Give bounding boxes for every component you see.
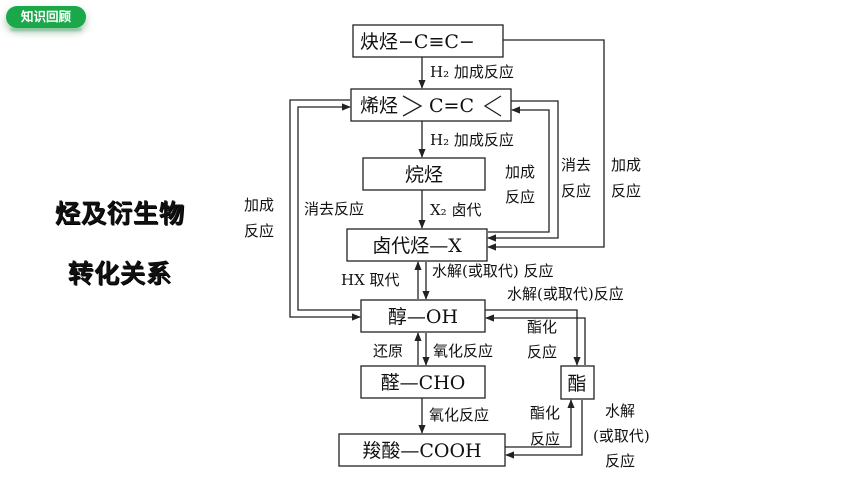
label-hydrolysis-3a: 水解 bbox=[605, 402, 635, 420]
node-alcohol: 醇—OH bbox=[360, 299, 486, 333]
svg-text:酯: 酯 bbox=[567, 373, 586, 395]
arrow-alcohol-to-ester bbox=[485, 309, 581, 366]
node-acid: 羧酸—COOH bbox=[338, 433, 506, 467]
label-esterification-2b: 反应 bbox=[530, 430, 560, 448]
arrow-acid-to-ester bbox=[505, 399, 575, 448]
label-x2-halogenation: X₂ 卤代 bbox=[430, 201, 481, 219]
svg-text:烯烃: 烯烃 bbox=[360, 95, 398, 117]
label-hydrolysis-3c: 反应 bbox=[605, 452, 635, 470]
label-addition-left-1: 加成 bbox=[244, 196, 274, 214]
label-hydrolysis-2: 水解(或取代)反应 bbox=[507, 285, 624, 303]
label-esterification-1b: 反应 bbox=[527, 343, 557, 361]
label-addition-mid-1: 加成 bbox=[505, 163, 535, 181]
knowledge-review-badge: 知识回顾 bbox=[6, 6, 86, 28]
label-oxidation-1: 氧化反应 bbox=[433, 342, 493, 360]
label-esterification-1a: 酯化 bbox=[527, 318, 557, 336]
svg-text:醇—OH: 醇—OH bbox=[388, 306, 458, 328]
arrow-alkene-to-haloalkane bbox=[487, 100, 559, 242]
arrow-ester-to-acid bbox=[505, 400, 583, 459]
node-alkene: 烯烃 C=C bbox=[350, 88, 512, 122]
side-title-line-2: 转化关系 bbox=[67, 259, 172, 288]
label-oxidation-2: 氧化反应 bbox=[429, 406, 489, 424]
svg-text:醛—CHO: 醛—CHO bbox=[381, 372, 466, 394]
svg-text:卤代烃—X: 卤代烃—X bbox=[372, 235, 462, 257]
label-elimination-right-2: 反应 bbox=[561, 182, 591, 200]
node-aldehyde: 醛—CHO bbox=[360, 365, 486, 399]
label-h2-addition-2: H₂ 加成反应 bbox=[430, 131, 514, 149]
side-title-line-1: 烃及衍生物 bbox=[54, 199, 185, 228]
label-elimination-right-1: 消去 bbox=[561, 156, 591, 174]
node-haloalkane: 卤代烃—X bbox=[346, 228, 488, 262]
label-hydrolysis-3b: (或取代) bbox=[593, 427, 650, 445]
arrow-haloalkane-to-alkene bbox=[488, 106, 550, 233]
svg-text:−C≡C−: −C≡C− bbox=[398, 31, 475, 53]
label-addition-right-2: 反应 bbox=[611, 182, 641, 200]
label-esterification-2a: 酯化 bbox=[530, 404, 560, 422]
svg-text:炔烃: 炔烃 bbox=[360, 31, 398, 53]
arrow-alkyne-to-haloalkane bbox=[487, 39, 605, 251]
label-reduction: 还原 bbox=[373, 342, 403, 360]
label-addition-left-2: 反应 bbox=[244, 222, 274, 240]
node-alkyne: 炔烃 −C≡C− bbox=[352, 24, 504, 58]
label-hydrolysis-1: 水解(或取代) 反应 bbox=[432, 262, 553, 280]
node-ester: 酯 bbox=[560, 365, 595, 400]
label-h2-addition-1: H₂ 加成反应 bbox=[430, 63, 514, 81]
arrow-alcohol-to-alkene bbox=[297, 103, 360, 311]
label-addition-mid-2: 反应 bbox=[505, 188, 535, 206]
arrow-ester-to-alcohol bbox=[485, 314, 586, 365]
svg-text:羧酸—COOH: 羧酸—COOH bbox=[362, 440, 481, 462]
label-elimination-left: 消去反应 bbox=[304, 200, 364, 218]
arrow-alkene-to-alcohol bbox=[289, 99, 361, 321]
svg-text:烷烃: 烷烃 bbox=[405, 164, 443, 186]
svg-text:C=C: C=C bbox=[429, 95, 474, 117]
label-addition-right-1: 加成 bbox=[611, 156, 641, 174]
node-alkane: 烷烃 bbox=[362, 157, 486, 191]
label-hx-substitution: HX 取代 bbox=[341, 271, 400, 289]
